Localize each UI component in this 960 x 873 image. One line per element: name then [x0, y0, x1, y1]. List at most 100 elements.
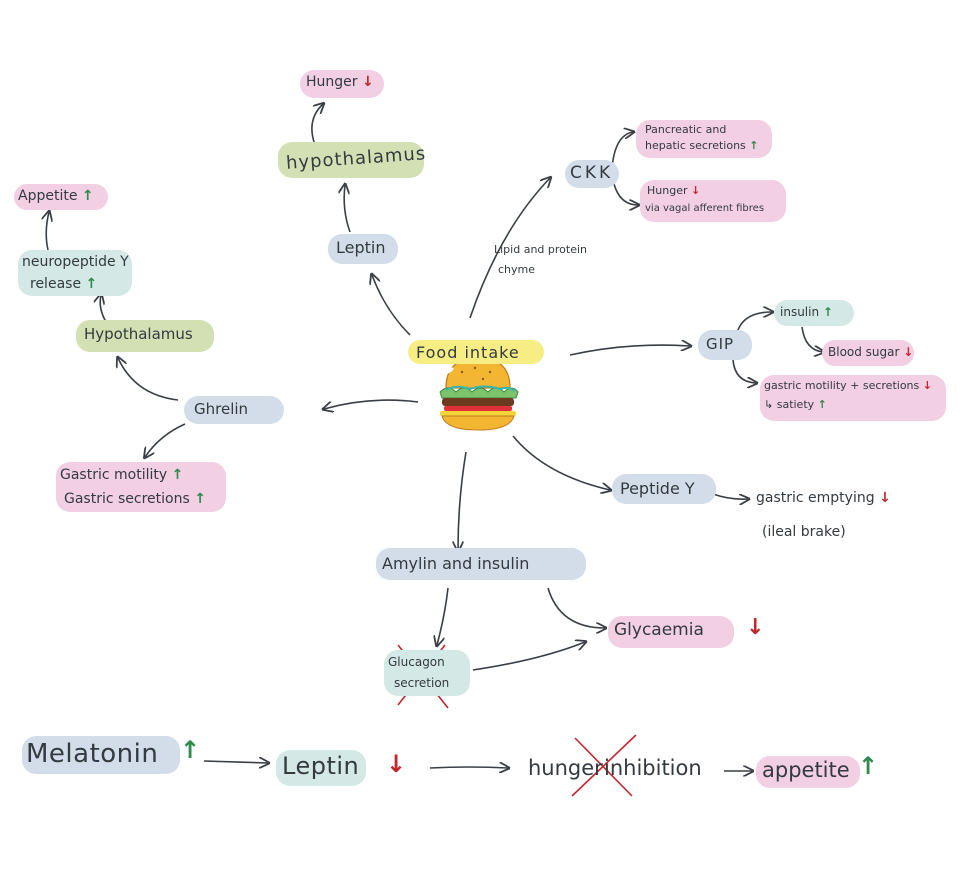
up-arrow-icon: ↑ [171, 467, 184, 483]
arrow-insulin-to-bloodsugar [801, 326, 823, 352]
arrow-ghrelin-to-hypothalamus [118, 358, 179, 401]
ghrelin-hypothalamus-label: Hypothalamus [84, 325, 193, 343]
highlight-gip [698, 330, 752, 360]
arrow-leptin-to-hypothalamus [344, 185, 351, 233]
leptin-node: Leptin [336, 238, 386, 257]
arrow-gip-to-gastric [732, 359, 756, 383]
arrow-food-to-leptin [372, 275, 411, 336]
highlight-glucagon [384, 650, 470, 696]
melatonin-leptin-label: Leptin [282, 752, 360, 780]
arrow-ckk-to-hunger [613, 183, 638, 205]
inhibition-label: inhibition [604, 756, 702, 780]
ckk-node: CKK [570, 163, 614, 183]
arrow-leptin-to-hunger [429, 767, 508, 768]
burger-icon [439, 357, 519, 431]
down-arrow-icon: ↓ [879, 490, 891, 506]
melatonin-label: Melatonin [26, 739, 159, 769]
arrow-npy-to-appetite [46, 212, 49, 251]
amylin-node: Amylin and insulin [382, 554, 530, 573]
glucagon-line1: Glucagon [388, 655, 445, 669]
arrow-food-to-ckk [469, 178, 550, 319]
gip-satiety-line: ↳ satiety ↑ [764, 398, 827, 411]
up-arrow-icon: ↑ [822, 305, 833, 319]
ghrelin-appetite-label: Appetite ↑ [18, 188, 94, 204]
arrow-glucagon-to-glycaemia [472, 642, 585, 671]
ckk-edge-label-2: chyme [498, 263, 536, 276]
gip-gastric-line1: gastric motility + secretions ↓ [764, 379, 932, 392]
npy-line2: release ↑ [30, 276, 98, 292]
ckk-pancreatic-line1: Pancreatic and [645, 123, 727, 136]
center-node-label: Food intake [416, 343, 520, 362]
highlight-peptidey [612, 474, 716, 504]
arrow-hypothalamus-to-hunger [311, 104, 323, 146]
glycaemia-label: Glycaemia [614, 620, 704, 640]
highlight-hunger [300, 70, 384, 98]
down-arrow-icon: ↓ [903, 345, 914, 359]
highlight-ckk [565, 160, 619, 188]
gip-node: GIP [706, 335, 735, 353]
highlight-hypothalamus [278, 142, 424, 178]
highlight-leptin [328, 234, 398, 264]
npy-line1: neuropeptide Y [22, 254, 129, 270]
gip-insulin-label: insulin ↑ [780, 305, 833, 319]
arrow-gip-to-insulin [737, 312, 772, 331]
arrow-food-to-gip [569, 345, 690, 356]
highlight-npy [18, 250, 132, 296]
up-arrow-icon: ↑ [194, 491, 206, 507]
peptidey-node: Peptide Y [620, 479, 695, 498]
up-arrow-icon: ↑ [81, 188, 94, 204]
ckk-hunger-line2: via vagal afferent fibres [645, 203, 765, 214]
arrow-melatonin-to-leptin [203, 761, 268, 763]
glucagon-line2: secretion [394, 676, 450, 690]
ckk-pancreatic-line2: hepatic secretions ↑ [645, 139, 759, 152]
leptin-hunger-label: Hunger ↓ [306, 74, 374, 90]
arrow-ckk-to-pancreatic [611, 132, 633, 169]
arrow-food-to-ghrelin [324, 399, 419, 409]
ghrelin-node: Ghrelin [194, 400, 249, 418]
melatonin-appetite-label: appetite [762, 758, 850, 782]
strike-hunger [571, 734, 637, 797]
arrow-food-to-amylin [458, 451, 467, 550]
arrow-ghrelin-to-gastric [145, 423, 186, 457]
ghrelin-gastric-line1: Gastric motility ↑ [60, 467, 184, 483]
highlight-amylin [376, 548, 586, 580]
highlight-ckk-hunger [640, 180, 786, 222]
highlight-bloodsugar [822, 340, 914, 366]
up-arrow-icon: ↑ [180, 736, 201, 764]
arrow-hypothalamus-to-npy [100, 295, 107, 323]
highlight-ghrelin [184, 396, 284, 424]
return-arrow-icon: ↳ [764, 398, 774, 411]
highlight-gastric [56, 462, 226, 512]
highlight-pancreatic [636, 120, 772, 158]
highlight-leptin-2 [276, 750, 366, 786]
arrow-amylin-to-glycaemia [547, 587, 605, 628]
up-arrow-icon: ↑ [858, 752, 879, 780]
highlight-appetite-2 [756, 756, 860, 788]
arrow-food-to-peptidey [512, 435, 610, 490]
ckk-hunger-line1: Hunger ↓ [647, 184, 701, 197]
highlight-hypothalamus-2 [76, 320, 214, 352]
arrow-amylin-to-glucagon [437, 587, 449, 645]
up-arrow-icon: ↑ [749, 139, 759, 152]
ghrelin-gastric-line2: Gastric secretions ↑ [64, 491, 206, 507]
down-arrow-icon: ↓ [922, 379, 932, 392]
arrow-peptidey-to-gastric [712, 493, 748, 499]
highlight-insulin [774, 300, 854, 326]
hunger-label: hunger [528, 756, 603, 780]
down-arrow-icon: ↓ [691, 184, 701, 197]
down-arrow-icon: ↓ [386, 750, 407, 778]
down-arrow-icon: ↓ [746, 615, 765, 640]
down-arrow-icon: ↓ [361, 74, 374, 90]
peptidey-result-label: gastric emptying ↓ [756, 490, 891, 506]
peptidey-note-label: (ileal brake) [762, 524, 846, 540]
up-arrow-icon: ↑ [817, 398, 827, 411]
highlight-gip-gastric [760, 375, 946, 421]
highlight-melatonin [22, 736, 180, 774]
highlight-glycaemia [608, 616, 734, 648]
gip-bloodsugar-label: Blood sugar ↓ [828, 345, 914, 359]
ckk-edge-label-1: Lipid and protein [494, 243, 587, 256]
highlight-food-intake [408, 340, 544, 364]
highlight-appetite [14, 184, 108, 210]
up-arrow-icon: ↑ [85, 276, 98, 292]
